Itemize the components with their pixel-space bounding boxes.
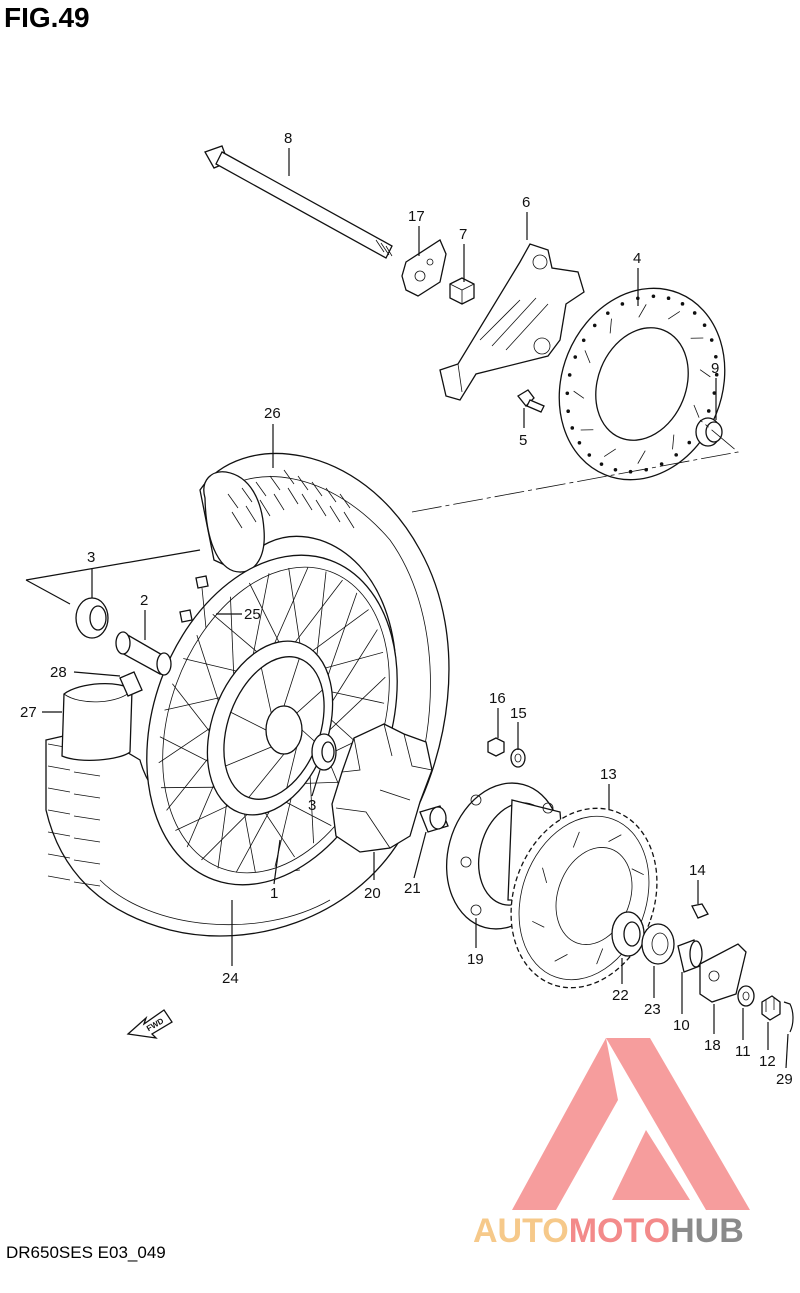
axle-nut-part[interactable] (449, 277, 475, 305)
axle-part[interactable] (204, 145, 393, 259)
drum-bearing-part[interactable] (611, 911, 645, 957)
callout-17: 17 (408, 208, 425, 225)
castle-nut-part[interactable] (761, 995, 781, 1021)
callout-26: 26 (264, 405, 281, 422)
wheel-bearing-right-part[interactable] (311, 733, 337, 771)
callout-16: 16 (489, 690, 506, 707)
callout-7: 7 (459, 226, 467, 243)
callout-3a: 3 (87, 549, 95, 566)
callout-3b: 3 (308, 797, 316, 814)
tube-strap-part[interactable] (119, 671, 143, 697)
callout-20: 20 (364, 885, 381, 902)
fwd-arrow: FWD (126, 1009, 173, 1039)
sprocket-bolt-part[interactable] (691, 903, 709, 919)
callout-2: 2 (140, 592, 148, 609)
callout-22: 22 (612, 987, 629, 1004)
callout-10: 10 (673, 1017, 690, 1034)
cotter-pin-part[interactable] (783, 1001, 794, 1033)
watermark-auto: AUTO (473, 1212, 569, 1250)
chain-adjuster-right-part[interactable] (699, 943, 747, 1003)
axle-washer-part[interactable] (737, 985, 755, 1007)
callout-6: 6 (522, 194, 530, 211)
oil-seal-part[interactable] (641, 923, 675, 965)
sprocket-collar-part[interactable] (419, 805, 449, 833)
sprocket-washer-part[interactable] (510, 748, 526, 768)
watermark-hub: HUB (670, 1212, 744, 1250)
callout-11: 11 (735, 1043, 751, 1060)
brake-disc-part[interactable] (531, 263, 753, 505)
sprocket-nut-part[interactable] (487, 737, 505, 757)
wheel-bearing-left-part[interactable] (75, 597, 109, 639)
callout-19: 19 (467, 951, 484, 968)
callout-15: 15 (510, 705, 527, 722)
callout-5: 5 (519, 432, 527, 449)
callout-1: 1 (270, 885, 278, 902)
leader-lines (25, 148, 789, 1069)
callout-labels: 8 17 7 6 4 9 5 26 3 2 25 28 27 16 15 13 … (20, 130, 793, 1088)
callout-23: 23 (644, 1001, 661, 1018)
watermark-text: AUTOMOTOHUB (473, 1212, 744, 1250)
disc-spacer-part[interactable] (695, 417, 723, 447)
callout-28: 28 (50, 664, 67, 681)
callout-25: 25 (244, 606, 261, 623)
chain-adjuster-left-part[interactable] (401, 239, 447, 297)
callout-8: 8 (284, 130, 292, 147)
watermark-logo (512, 1038, 750, 1210)
callout-24: 24 (222, 970, 239, 987)
figure-title: FIG.49 (4, 2, 90, 33)
rim-band-part[interactable] (61, 682, 133, 761)
svg-text:AUTOMOTOHUB: AUTOMOTOHUB (473, 1212, 744, 1250)
cush-drive-damper-part[interactable] (331, 723, 433, 853)
wheel-spacer-part[interactable] (115, 631, 172, 676)
callout-18: 18 (704, 1037, 721, 1054)
caliper-bracket-part[interactable] (439, 243, 585, 401)
wheel-hub-part[interactable] (185, 624, 356, 833)
watermark-moto: MOTO (569, 1212, 670, 1250)
callout-29: 29 (776, 1071, 793, 1088)
drum-spacer-part[interactable] (677, 939, 703, 973)
callout-13: 13 (600, 766, 617, 783)
bracket-bolt-part[interactable] (517, 389, 545, 413)
callout-9: 9 (711, 360, 719, 377)
callout-27: 27 (20, 704, 37, 721)
valve-part[interactable] (179, 575, 209, 629)
callout-4: 4 (633, 250, 641, 267)
callout-21: 21 (404, 880, 421, 897)
callout-14: 14 (689, 862, 706, 879)
callout-12: 12 (759, 1053, 776, 1070)
figure-code: DR650SES E03_049 (6, 1243, 166, 1262)
